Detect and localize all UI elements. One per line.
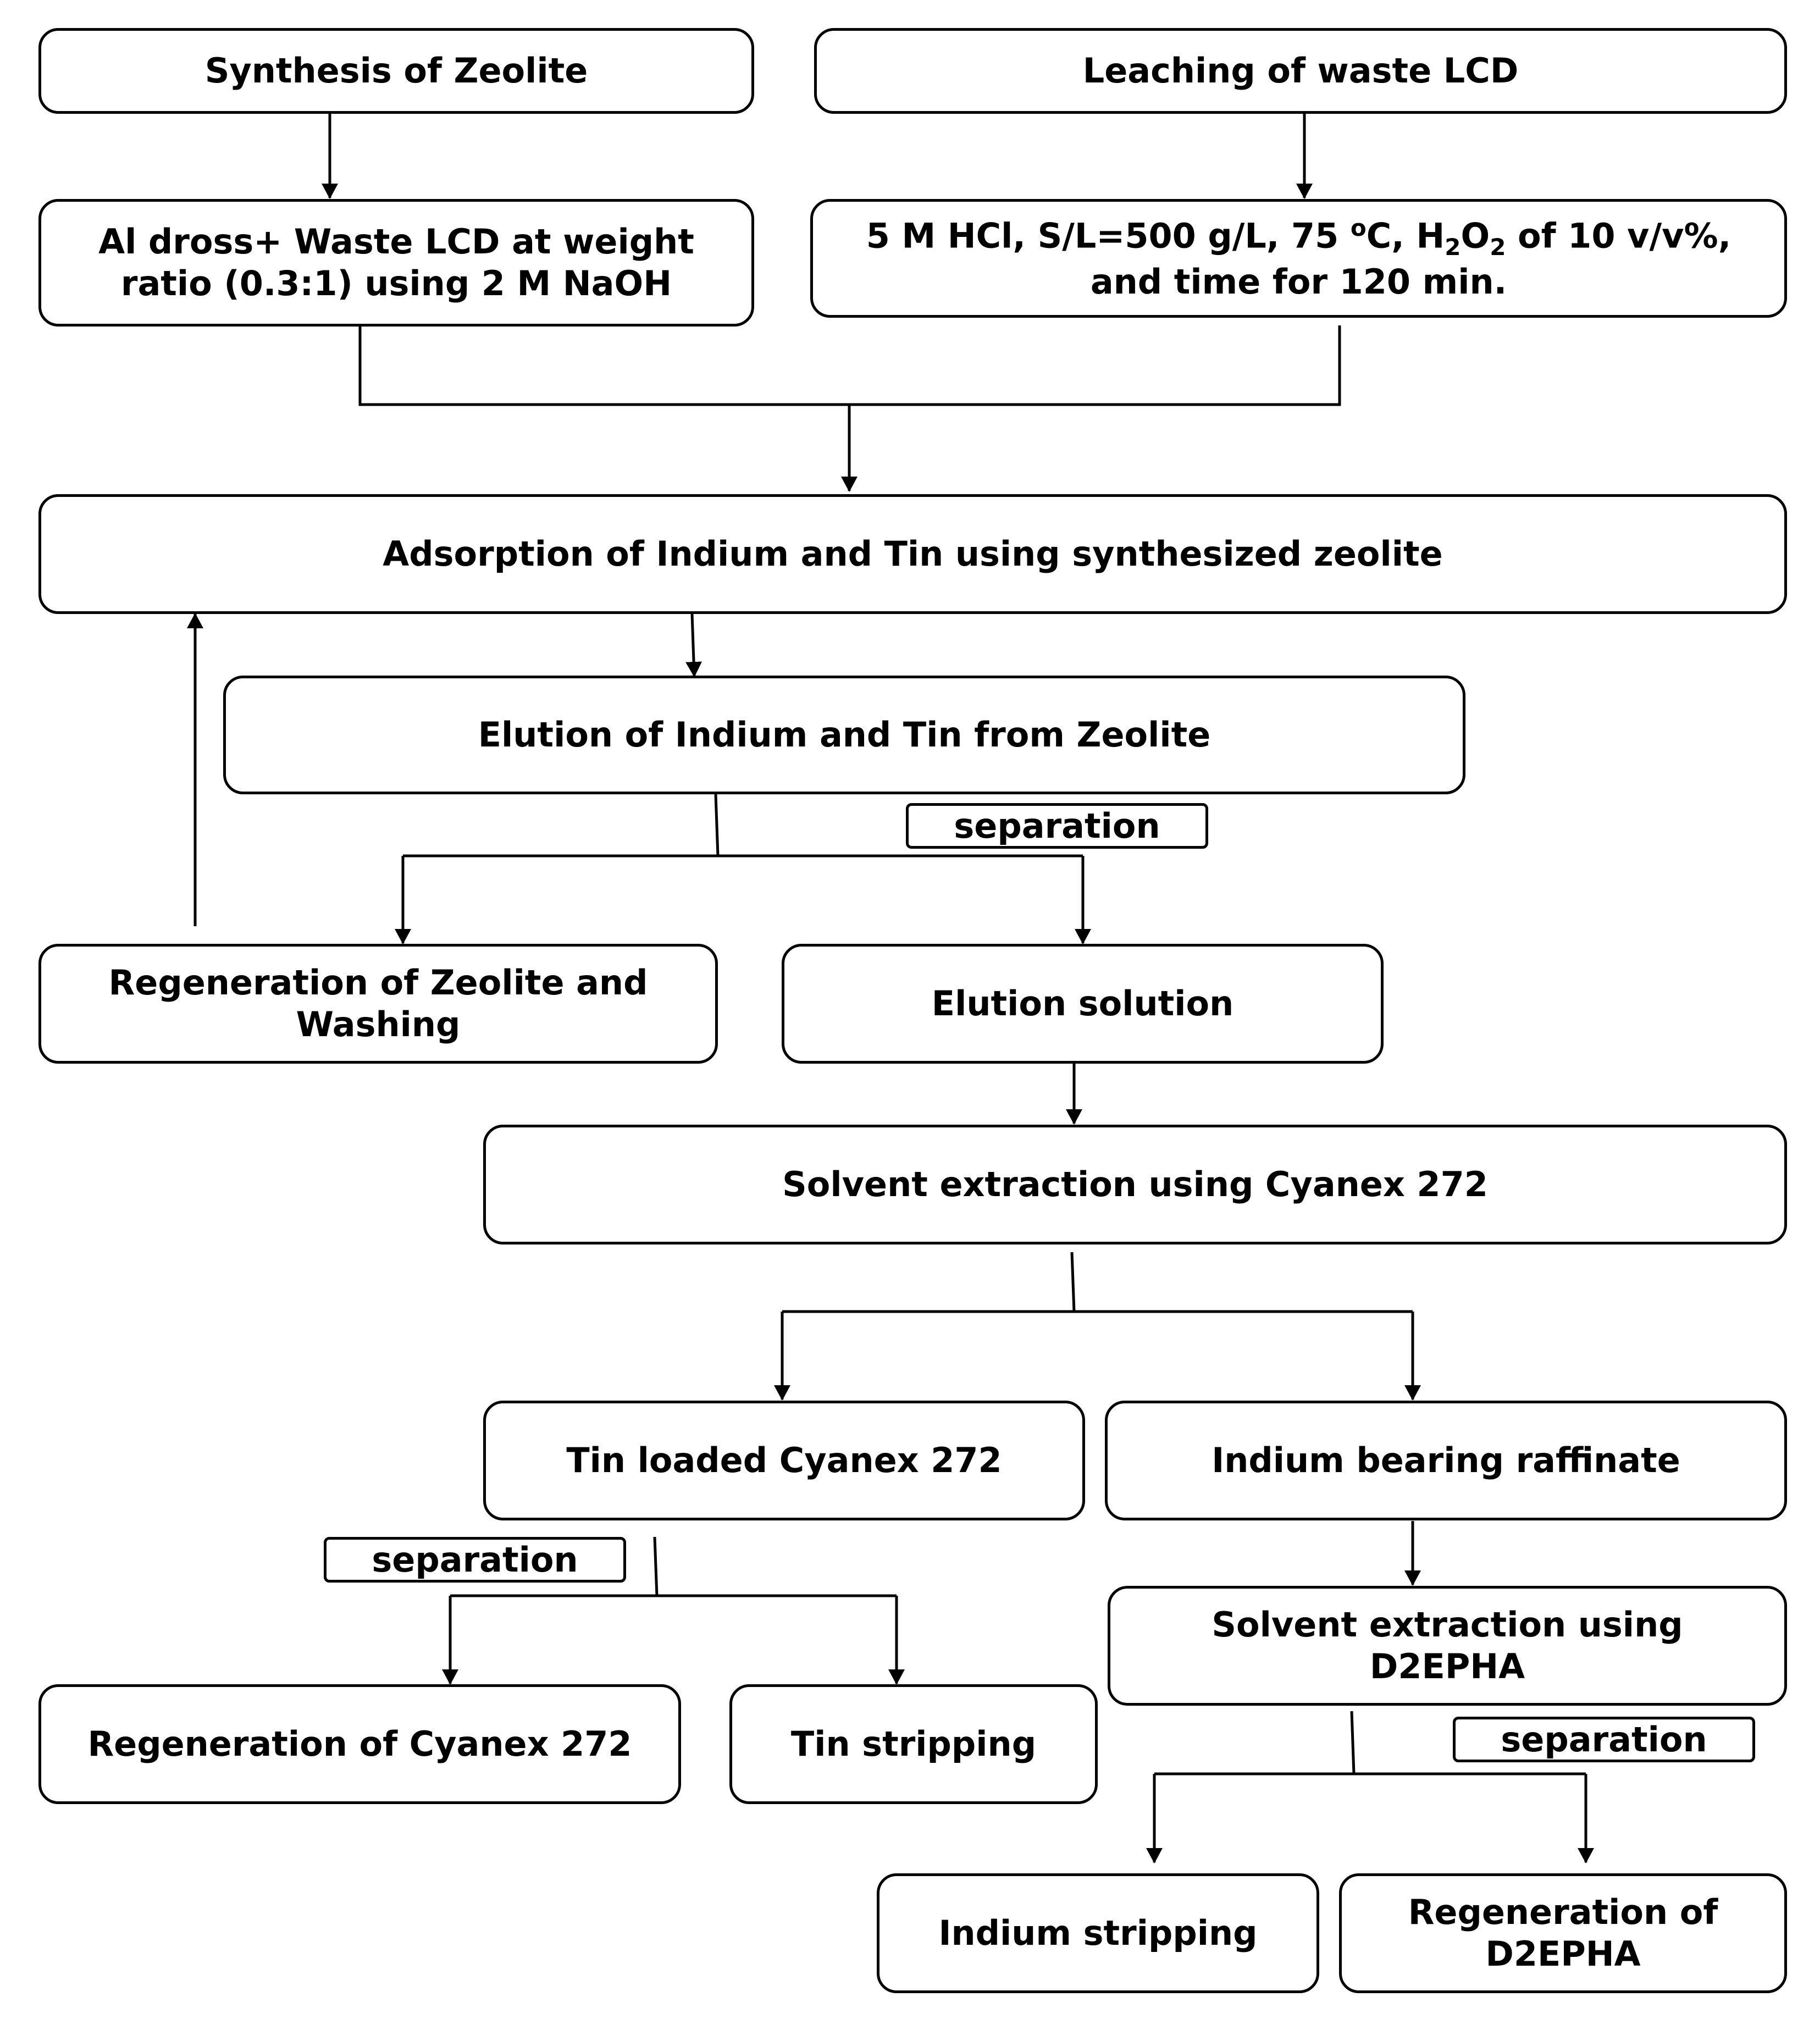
separation-label-3: separation	[1501, 1719, 1707, 1760]
indium-raffinate-label: Indium bearing raffinate	[1212, 1440, 1680, 1481]
regeneration-d2epha-label: Regeneration of D2EPHA	[1408, 1892, 1718, 1974]
regeneration-zeolite-label: Regeneration of Zeolite and Washing	[108, 963, 648, 1044]
cyanex-split-stem	[1070, 1252, 1076, 1312]
regeneration-cyanex-box: Regeneration of Cyanex 272	[38, 1684, 681, 1804]
solvent-extraction-cyanex-label: Solvent extraction using Cyanex 272	[782, 1164, 1488, 1205]
leach-conditions-line2: and time for 120 min.	[1090, 262, 1507, 302]
solvent-extraction-d2epha-box: Solvent extraction using D2EPHA	[1108, 1586, 1787, 1706]
synthesis-zeolite-label: Synthesis of Zeolite	[204, 51, 588, 91]
adsorption-label: Adsorption of Indium and Tin using synth…	[383, 534, 1443, 574]
regeneration-d2epha-box: Regeneration of D2EPHA	[1339, 1873, 1787, 1993]
tin-stripping-label: Tin stripping	[790, 1724, 1037, 1765]
separation-tag-3: separation	[1453, 1717, 1755, 1762]
regeneration-cyanex-label: Regeneration of Cyanex 272	[87, 1724, 632, 1765]
synthesis-zeolite-box: Synthesis of Zeolite	[38, 28, 754, 114]
elution-solution-label: Elution solution	[931, 983, 1234, 1024]
separation-label-1: separation	[954, 805, 1160, 846]
solvent-extraction-cyanex-box: Solvent extraction using Cyanex 272	[483, 1125, 1787, 1244]
elution-from-zeolite-box: Elution of Indium and Tin from Zeolite	[223, 676, 1465, 794]
elution-split-stem	[714, 794, 720, 856]
al-dross-label: Al dross+ Waste LCD at weight ratio (0.3…	[98, 222, 694, 303]
adsorption-box: Adsorption of Indium and Tin using synth…	[38, 494, 1787, 614]
separation-label-2: separation	[372, 1539, 578, 1580]
merge-connector	[358, 325, 1341, 406]
leach-conditions-box: 5 M HCl, S/L=500 g/L, 75 oC, H2O2 of 10 …	[810, 199, 1787, 318]
tin-loaded-cyanex-box: Tin loaded Cyanex 272	[483, 1401, 1085, 1520]
elution-solution-box: Elution solution	[782, 944, 1384, 1064]
tin-loaded-cyanex-label: Tin loaded Cyanex 272	[566, 1440, 1002, 1481]
leaching-lcd-label: Leaching of waste LCD	[1082, 51, 1519, 91]
elution-from-zeolite-label: Elution of Indium and Tin from Zeolite	[478, 715, 1211, 755]
regeneration-zeolite-box: Regeneration of Zeolite and Washing	[38, 944, 718, 1064]
tin-split-stem	[653, 1536, 659, 1596]
indium-raffinate-box: Indium bearing raffinate	[1105, 1401, 1787, 1520]
leach-conditions-line1: 5 M HCl, S/L=500 g/L, 75 oC, H2O2 of 10 …	[866, 214, 1732, 261]
tin-stripping-box: Tin stripping	[729, 1684, 1098, 1804]
leaching-lcd-box: Leaching of waste LCD	[814, 28, 1787, 114]
separation-tag-2: separation	[324, 1537, 626, 1583]
arrow-adsorption-to-elution	[685, 613, 702, 677]
indium-stripping-label: Indium stripping	[938, 1913, 1258, 1954]
d2epha-split-stem	[1350, 1711, 1356, 1774]
al-dross-box: Al dross+ Waste LCD at weight ratio (0.3…	[38, 199, 754, 327]
solvent-extraction-d2epha-label: Solvent extraction using D2EPHA	[1212, 1605, 1683, 1686]
separation-tag-1: separation	[906, 803, 1208, 849]
indium-stripping-box: Indium stripping	[877, 1873, 1319, 1993]
